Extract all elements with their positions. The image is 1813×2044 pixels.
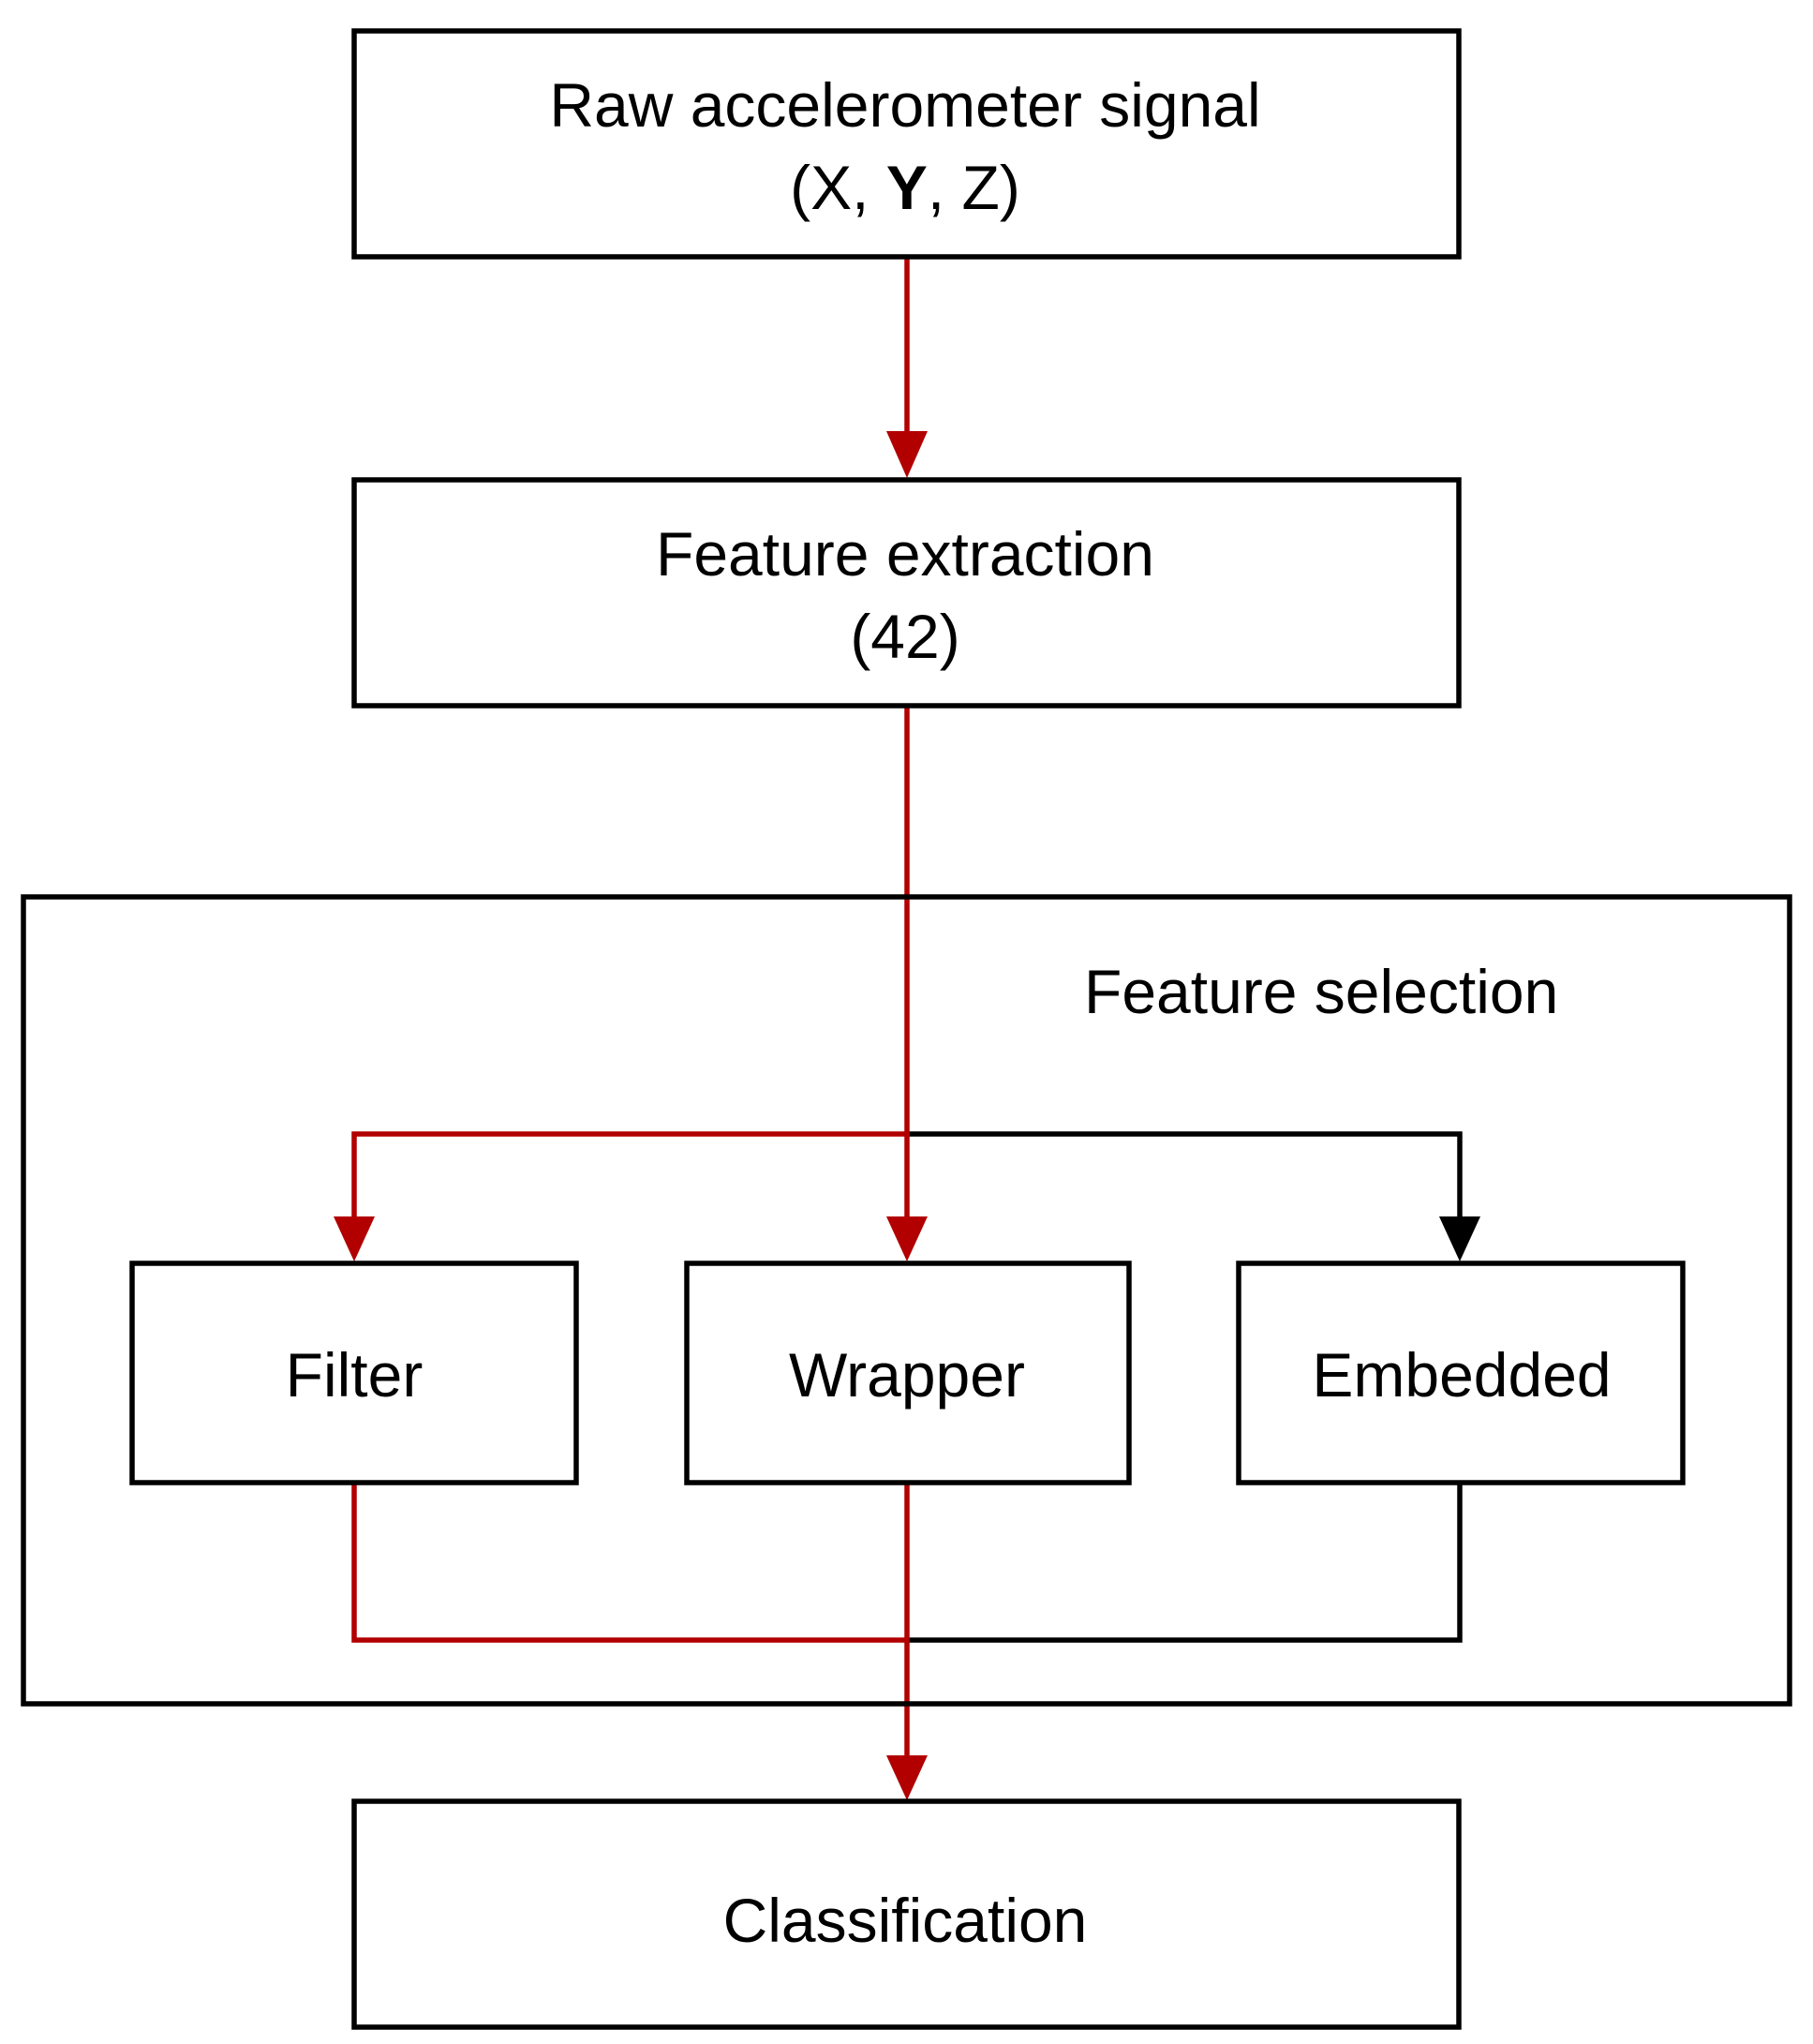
edge-extraction-to-filter (351, 1131, 907, 1226)
connectors (334, 259, 1480, 1800)
axes-z: , Z) (928, 153, 1020, 222)
arrowhead-wrapper (886, 1216, 928, 1261)
filter-label: Filter (286, 1340, 424, 1410)
feature-extraction-count: (42) (850, 602, 959, 671)
embedded-label: Embedded (1312, 1340, 1611, 1410)
arrowhead-classification (886, 1755, 928, 1800)
raw-signal-axes: (X, Y, Z) (790, 153, 1020, 222)
filter-node: Filter (129, 1261, 579, 1485)
raw-signal-node: Raw accelerometer signal (X, Y, Z) (351, 28, 1462, 260)
raw-signal-title: Raw accelerometer signal (549, 70, 1260, 140)
feature-extraction-title: Feature extraction (656, 519, 1154, 589)
embedded-node: Embedded (1236, 1261, 1686, 1485)
arrowhead-embedded (1439, 1216, 1480, 1261)
feature-selection-group (21, 894, 1792, 1707)
feature-selection-label: Feature selection (1084, 957, 1558, 1026)
classification-node: Classification (351, 1798, 1462, 2030)
wrapper-node: Wrapper (684, 1261, 1132, 1485)
feature-extraction-node: Feature extraction (42) (351, 477, 1462, 709)
classification-label: Classification (723, 1886, 1088, 1955)
arrowhead-filter (334, 1216, 375, 1261)
axes-x: (X, (790, 153, 886, 222)
edge-extraction-to-embedded (907, 1131, 1463, 1226)
edge-filter-to-classification (351, 1481, 907, 1643)
wrapper-label: Wrapper (789, 1340, 1025, 1410)
edge-embedded-to-classification (907, 1481, 1463, 1643)
axes-y: Y (886, 153, 928, 222)
arrowhead-extraction (886, 431, 928, 478)
